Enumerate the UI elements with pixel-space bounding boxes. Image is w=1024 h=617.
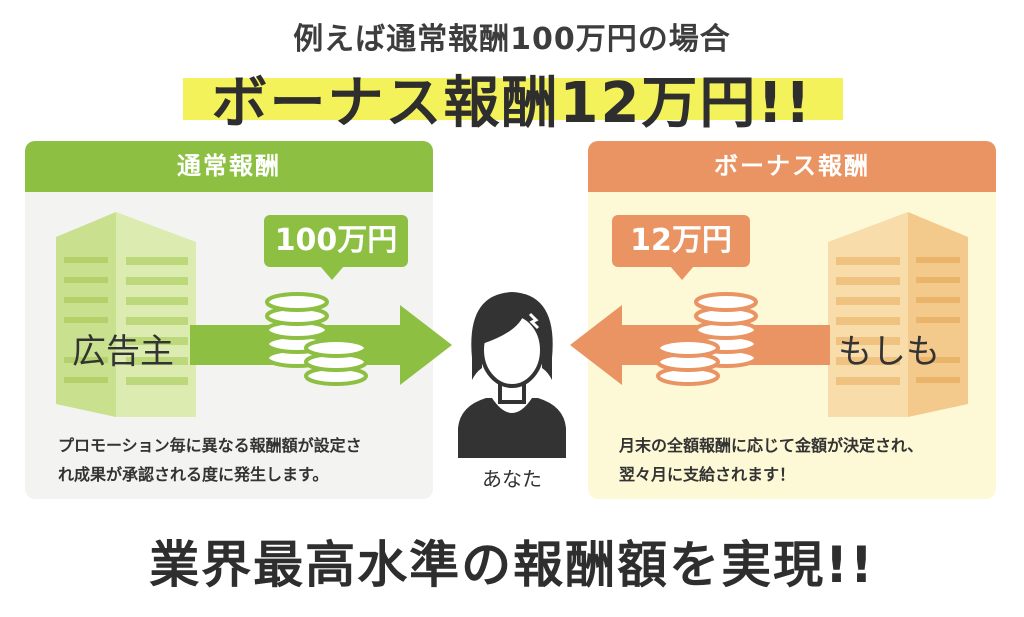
bonus-reward-panel: ボーナス報酬 <box>588 141 996 499</box>
headline: ボーナス報酬12万円!! <box>211 71 813 136</box>
bonus-caption-line-1: 月末の全額報酬に応じて金額が決定され、 <box>619 436 924 455</box>
bonus-caption-line-2: 翌々月に支給されます！ <box>619 465 796 484</box>
moshimo-label: もしも <box>838 332 940 372</box>
bonus-reward-title: ボーナス報酬 <box>588 141 996 192</box>
headline-highlight <box>183 78 843 120</box>
person-icon <box>458 292 566 458</box>
bonus-coins-icon <box>656 292 758 386</box>
advertiser-label: 広告主 <box>72 332 174 372</box>
bonus-callout-pointer <box>670 266 694 280</box>
you-label: あなた <box>482 467 542 491</box>
advertiser-building-icon <box>56 212 196 417</box>
normal-amount-callout: 100万円 <box>264 215 408 267</box>
bonus-reward-caption: 月末の全額報酬に応じて金額が決定され、 翌々月に支給されます！ <box>619 431 979 489</box>
normal-caption-line-2: れ成果が承認される度に発生します。 <box>58 465 329 484</box>
footer-tagline: 業界最高水準の報酬額を実現!! <box>149 536 875 594</box>
normal-coins-icon <box>265 292 368 386</box>
normal-reward-title: 通常報酬 <box>25 141 433 192</box>
normal-reward-caption: プロモーション毎に異なる報酬額が設定さ れ成果が承認される度に発生します。 <box>58 431 418 489</box>
moshimo-building-icon <box>828 212 968 417</box>
bonus-amount-callout: 12万円 <box>612 215 750 267</box>
subtitle: 例えば通常報酬100万円の場合 <box>293 22 731 57</box>
normal-callout-pointer <box>320 266 344 280</box>
normal-caption-line-1: プロモーション毎に異なる報酬額が設定さ <box>58 436 362 455</box>
